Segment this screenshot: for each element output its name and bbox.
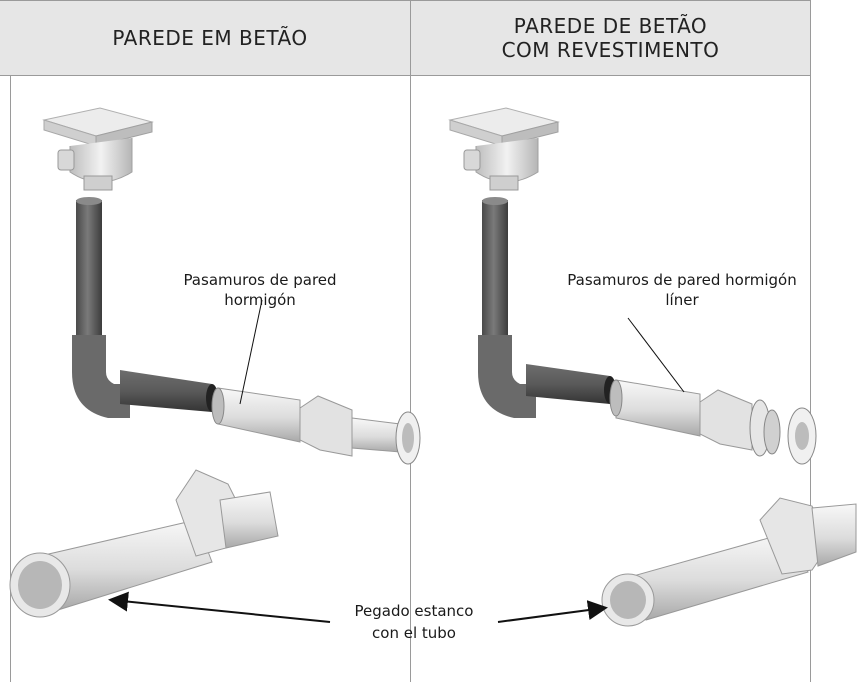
bottom-callout-label: Pegado estanco con el tubo bbox=[334, 600, 494, 644]
left-skimmer-icon bbox=[42, 107, 154, 191]
header-right: PAREDE DE BETÃO COM REVESTIMENTO bbox=[411, 0, 810, 76]
left-leader-line bbox=[239, 299, 263, 405]
right-arrow bbox=[497, 600, 608, 623]
header-right-line2: COM REVESTIMENTO bbox=[501, 38, 720, 62]
left-arrow bbox=[108, 591, 331, 623]
right-label-line2: líner bbox=[665, 291, 699, 309]
right-fitting-closeup-icon bbox=[601, 497, 857, 627]
left-wall-passage-icon bbox=[211, 387, 421, 465]
bottom-label-line1: Pegado estanco bbox=[354, 602, 474, 620]
header-row bbox=[0, 0, 810, 76]
left-fitting-closeup-icon bbox=[9, 469, 279, 618]
right-border-line bbox=[810, 0, 811, 682]
right-wall-passage-icon bbox=[609, 379, 817, 465]
left-label-line2: hormigón bbox=[224, 291, 296, 309]
left-border-line bbox=[10, 0, 11, 682]
left-pipe-icon bbox=[72, 197, 218, 418]
center-divider-line bbox=[410, 0, 411, 682]
header-divider bbox=[410, 0, 411, 76]
left-part-label: Pasamuros de pared hormigón bbox=[160, 270, 360, 310]
right-label-line1: Pasamuros de pared hormigón bbox=[567, 271, 797, 289]
right-part-label: Pasamuros de pared hormigón líner bbox=[552, 270, 812, 310]
bottom-label-line2: con el tubo bbox=[372, 624, 456, 642]
header-left-text: PAREDE EM BETÃO bbox=[112, 26, 308, 50]
right-pipe-icon bbox=[478, 197, 616, 418]
header-right-line1: PAREDE DE BETÃO bbox=[513, 14, 708, 38]
right-leader-line bbox=[627, 317, 685, 393]
header-left: PAREDE EM BETÃO bbox=[10, 0, 410, 76]
right-skimmer-icon bbox=[448, 107, 560, 191]
left-label-line1: Pasamuros de pared bbox=[183, 271, 337, 289]
